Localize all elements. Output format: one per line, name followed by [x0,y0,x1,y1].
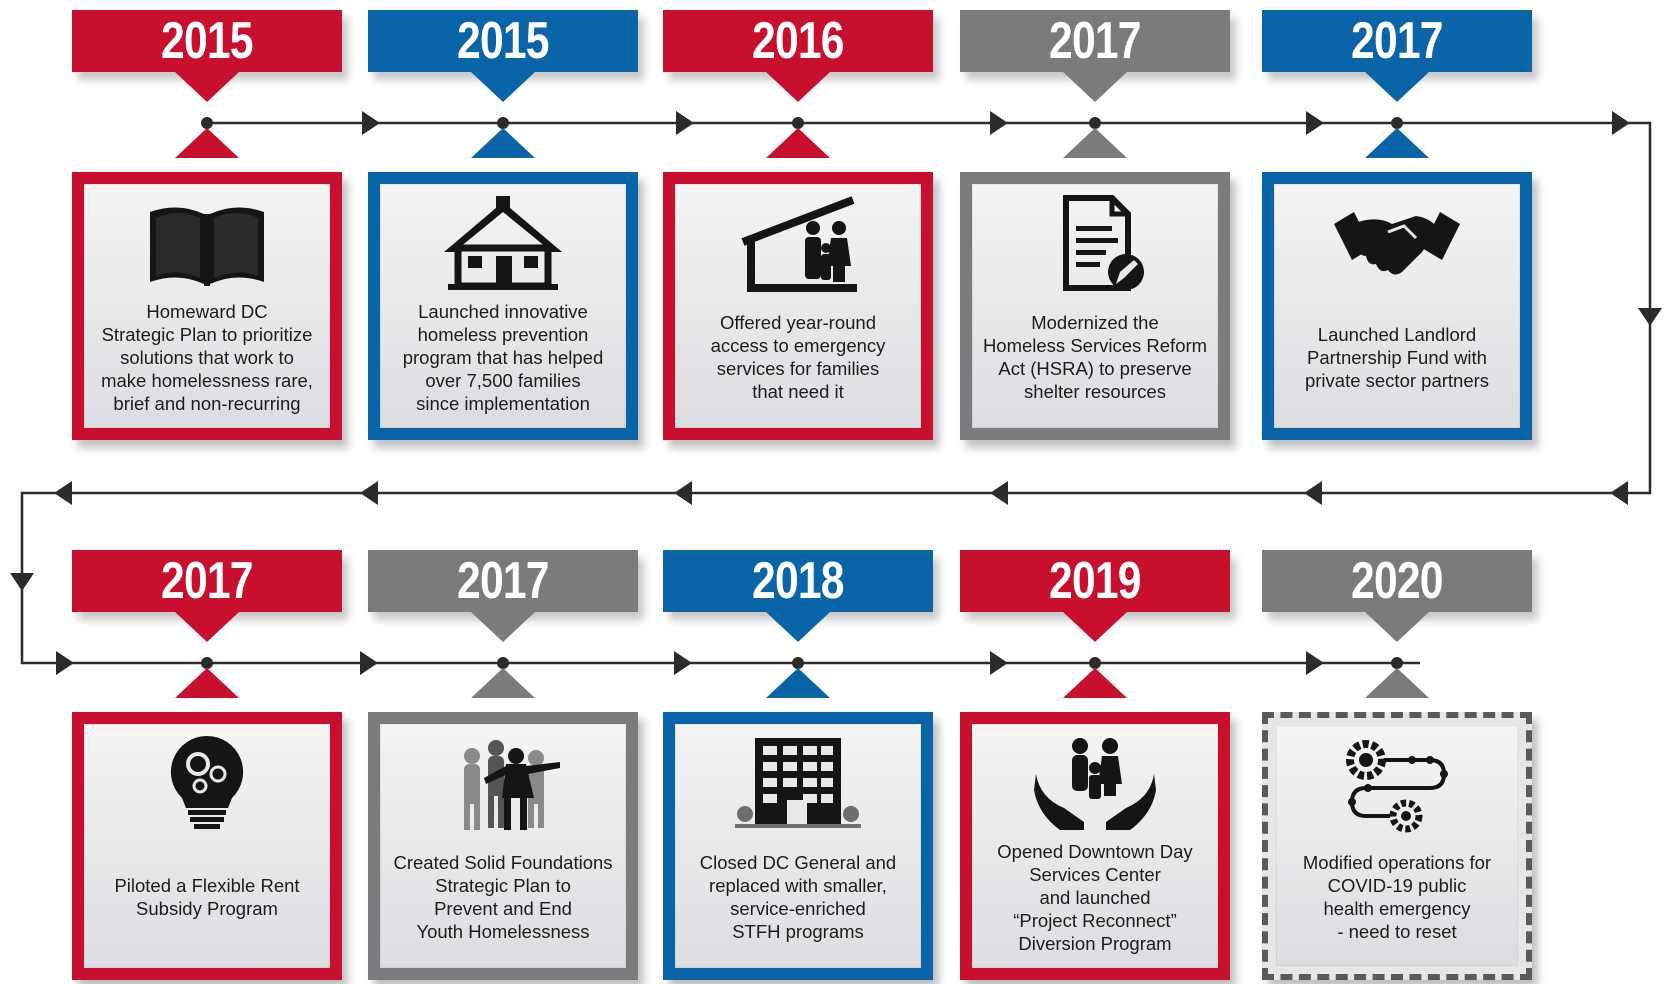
year-label: 2015 [72,10,342,72]
house-icon [438,194,568,294]
process-gears-icon [1332,736,1462,836]
pointer-down-triangle [1063,72,1127,102]
milestone-card-panel: Opened Downtown Day Services Center and … [972,724,1218,968]
milestone-card: Created Solid Foundations Strategic Plan… [368,712,638,980]
milestone-card: Launched innovative homeless prevention … [368,172,638,440]
pointer-down-triangle [471,72,535,102]
pointer-down-triangle [1365,72,1429,102]
pointer-up-triangle [1365,128,1429,158]
milestone-card: Piloted a Flexible Rent Subsidy Program [72,712,342,980]
pointer-down-triangle [175,72,239,102]
milestone-description: Launched Landlord Partnership Fund with … [1304,323,1490,391]
pointer-down-triangle [1365,612,1429,642]
family-shelter-icon [733,194,863,294]
milestone-card: Offered year-round access to emergency s… [663,172,933,440]
timeline-dot [1089,657,1101,669]
milestone-description: Piloted a Flexible Rent Subsidy Program [114,875,300,919]
milestone-description: Modernized the Homeless Services Reform … [982,312,1208,402]
milestone-card-panel: Piloted a Flexible Rent Subsidy Program [84,724,330,968]
year-text: 2015 [161,12,253,70]
year-text: 2020 [1351,552,1443,610]
milestone-card: Launched Landlord Partnership Fund with … [1262,172,1532,440]
milestone-card-panel: Modernized the Homeless Services Reform … [972,184,1218,428]
year-text: 2015 [457,12,549,70]
timeline-dot [792,657,804,669]
pointer-up-triangle [175,128,239,158]
year-label: 2018 [663,550,933,612]
year-text: 2018 [752,552,844,610]
document-edit-icon [1030,194,1160,294]
milestone-card-panel: Homeward DC Strategic Plan to prioritize… [84,184,330,428]
milestone-description: Created Solid Foundations Strategic Plan… [393,852,613,942]
milestone-card: Homeward DC Strategic Plan to prioritize… [72,172,342,440]
pointer-up-triangle [1063,128,1127,158]
milestone-card: Opened Downtown Day Services Center and … [960,712,1230,980]
timeline-dot [497,117,509,129]
year-label: 2017 [72,550,342,612]
year-label: 2017 [960,10,1230,72]
timeline-dot [201,657,213,669]
milestone-description: Offered year-round access to emergency s… [710,312,886,402]
pointer-up-triangle [471,668,535,698]
lightbulb-gears-icon [142,734,272,834]
pointer-up-triangle [175,668,239,698]
year-label: 2015 [368,10,638,72]
year-text: 2017 [161,552,253,610]
pointer-down-triangle [766,612,830,642]
milestone-card-panel: Launched innovative homeless prevention … [380,184,626,428]
pointer-down-triangle [175,612,239,642]
milestone-card: Modified operations for COVID-19 public … [1262,712,1532,980]
year-label: 2019 [960,550,1230,612]
timeline-dot [792,117,804,129]
year-text: 2017 [1351,12,1443,70]
milestone-card-panel: Launched Landlord Partnership Fund with … [1274,184,1520,428]
pointer-up-triangle [471,128,535,158]
milestone-card-panel: Modified operations for COVID-19 public … [1276,726,1518,966]
year-label: 2017 [368,550,638,612]
pointer-up-triangle [1365,668,1429,698]
milestone-card-panel: Created Solid Foundations Strategic Plan… [380,724,626,968]
year-label: 2020 [1262,550,1532,612]
milestone-card-panel: Offered year-round access to emergency s… [675,184,921,428]
apartment-building-icon [733,734,863,834]
pointer-up-triangle [1063,668,1127,698]
timeline-dot [1391,657,1403,669]
hands-family-icon [1030,734,1160,834]
milestone-description: Launched innovative homeless prevention … [402,300,604,414]
year-label: 2017 [1262,10,1532,72]
milestone-description: Closed DC General and replaced with smal… [699,852,897,942]
milestone-card: Closed DC General and replaced with smal… [663,712,933,980]
milestone-card-panel: Closed DC General and replaced with smal… [675,724,921,968]
year-text: 2017 [1049,12,1141,70]
year-text: 2019 [1049,552,1141,610]
handshake-icon [1332,194,1462,294]
timeline-dot [1391,117,1403,129]
pointer-down-triangle [766,72,830,102]
milestone-description: Opened Downtown Day Services Center and … [997,840,1193,954]
pointer-down-triangle [471,612,535,642]
year-label: 2016 [663,10,933,72]
milestone-card: Modernized the Homeless Services Reform … [960,172,1230,440]
open-book-icon [142,194,272,294]
timeline-dot [1089,117,1101,129]
year-text: 2016 [752,12,844,70]
youth-group-icon [438,734,568,834]
milestone-description: Homeward DC Strategic Plan to prioritize… [101,300,313,414]
year-text: 2017 [457,552,549,610]
pointer-up-triangle [766,128,830,158]
timeline-dot [201,117,213,129]
pointer-down-triangle [1063,612,1127,642]
milestone-description: Modified operations for COVID-19 public … [1302,852,1492,942]
timeline-dot [497,657,509,669]
pointer-up-triangle [766,668,830,698]
